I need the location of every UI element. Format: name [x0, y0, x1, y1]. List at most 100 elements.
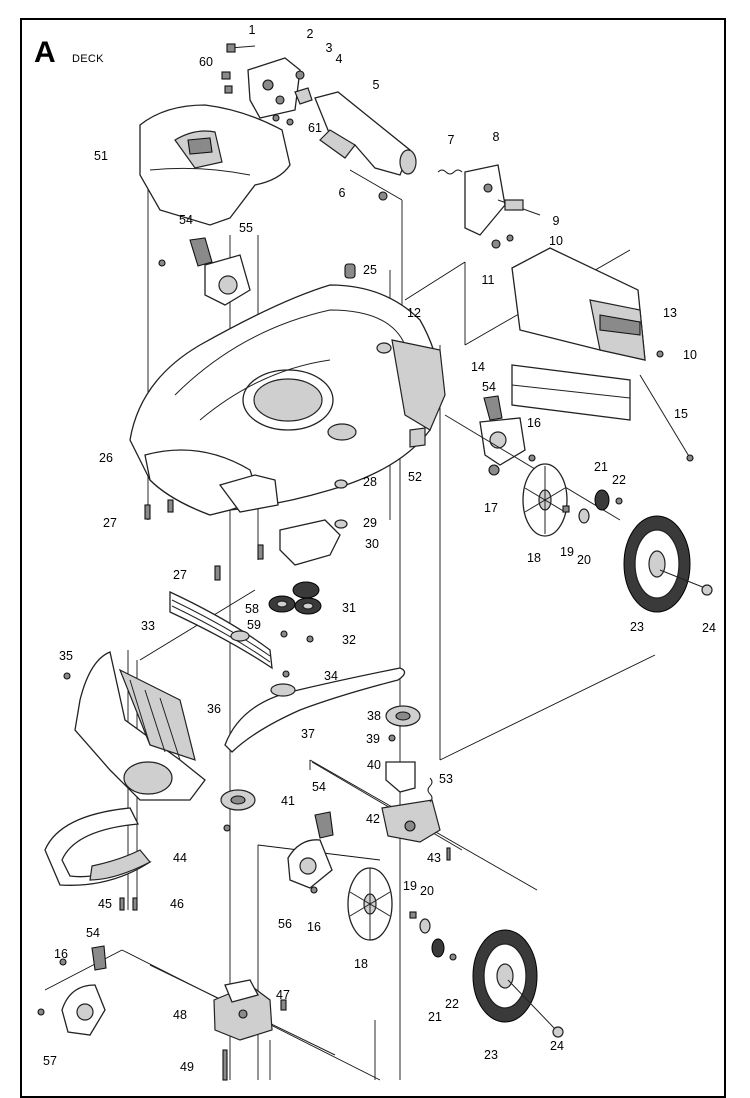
section-letter: A	[34, 36, 56, 69]
front-bumper	[169, 590, 290, 678]
lower-gearbox	[149, 964, 336, 1081]
handle-bracket-assembly	[221, 43, 313, 126]
part-callout-c57: 57	[43, 1054, 57, 1068]
part-callout-c22b: 22	[445, 997, 459, 1011]
part-callout-c54a: 54	[179, 213, 193, 227]
part-callout-c8: 8	[493, 130, 500, 144]
part-callout-c24a: 24	[702, 621, 716, 635]
part-callout-c53: 53	[439, 772, 453, 786]
part-callout-c26: 26	[99, 451, 113, 465]
part-callout-c10a: 10	[549, 234, 563, 248]
part-callout-c30: 30	[365, 537, 379, 551]
part-callout-c54d: 54	[86, 926, 100, 940]
height-adjust-lever-front	[158, 237, 251, 306]
top-cover	[139, 104, 291, 226]
part-callout-c28: 28	[363, 475, 377, 489]
part-callout-c35: 35	[59, 649, 73, 663]
part-callout-c40: 40	[367, 758, 381, 772]
part-callout-c22a: 22	[612, 473, 626, 487]
part-callout-c46: 46	[170, 897, 184, 911]
part-callout-c45: 45	[98, 897, 112, 911]
part-callout-c29: 29	[363, 516, 377, 530]
rear-height-lever	[444, 395, 621, 521]
part-callout-c37: 37	[301, 727, 315, 741]
part-callout-c18b: 18	[354, 957, 368, 971]
section-title: DECK	[72, 53, 104, 65]
part-callout-c19a: 19	[560, 545, 574, 559]
part-callout-c16a: 16	[527, 416, 541, 430]
part-callout-c34: 34	[324, 669, 338, 683]
part-callout-c33: 33	[141, 619, 155, 633]
part-callout-c42: 42	[366, 812, 380, 826]
part-callout-c31: 31	[342, 601, 356, 615]
part-callout-c36: 36	[207, 702, 221, 716]
part-callout-c23a: 23	[630, 620, 644, 634]
part-callout-c23b: 23	[484, 1048, 498, 1062]
part-callout-c17: 17	[484, 501, 498, 515]
part-callout-c49: 49	[180, 1060, 194, 1074]
rear-wheel-lower	[347, 867, 564, 1038]
part-callout-c59: 59	[247, 618, 261, 632]
part-callout-c60: 60	[199, 55, 213, 69]
handle-tube	[314, 91, 417, 201]
part-callout-c19b: 19	[403, 879, 417, 893]
part-callout-c6: 6	[339, 186, 346, 200]
part-callout-c52: 52	[408, 470, 422, 484]
handle-bracket	[247, 57, 301, 119]
pulley-stack	[268, 581, 322, 643]
part-callout-c54b: 54	[482, 380, 496, 394]
part-callout-c38: 38	[367, 709, 381, 723]
part-callout-c32: 32	[342, 633, 356, 647]
part-callout-c16b: 16	[307, 920, 321, 934]
part-callout-c61: 61	[308, 121, 322, 135]
part-callout-c16c: 16	[54, 947, 68, 961]
part-callout-c48: 48	[173, 1008, 187, 1022]
rear-flap-assembly	[511, 247, 694, 462]
height-adjust-lever-lower	[287, 811, 334, 894]
part-callout-c54c: 54	[312, 780, 326, 794]
part-callout-c55: 55	[239, 221, 253, 235]
part-callout-c41: 41	[281, 794, 295, 808]
part-callout-c58: 58	[245, 602, 259, 616]
part-callout-c24b: 24	[550, 1039, 564, 1053]
part-callout-c51: 51	[94, 149, 108, 163]
discharge-chute	[63, 651, 206, 801]
part-callout-c20a: 20	[577, 553, 591, 567]
part-callout-c25: 25	[363, 263, 377, 277]
part-callout-c1: 1	[249, 23, 256, 37]
part-callout-c43: 43	[427, 851, 441, 865]
center-gearbox	[311, 734, 463, 861]
part-callout-c2: 2	[307, 27, 314, 41]
part-callout-c44: 44	[173, 851, 187, 865]
part-callout-c3: 3	[326, 41, 333, 55]
deck-fasteners	[144, 427, 426, 581]
part-callout-c56: 56	[278, 917, 292, 931]
part-callout-c27a: 27	[103, 516, 117, 530]
part-callout-c14: 14	[471, 360, 485, 374]
part-callout-c10b: 10	[683, 348, 697, 362]
part-callout-c21b: 21	[428, 1010, 442, 1024]
part-callout-c15: 15	[674, 407, 688, 421]
rear-wheel-upper	[522, 463, 713, 613]
belt-pulleys	[220, 705, 421, 832]
mower-deck	[129, 263, 446, 516]
part-callout-c11: 11	[482, 273, 495, 287]
part-callout-c39: 39	[366, 732, 380, 746]
rear-flap-hinge	[437, 164, 541, 249]
part-callout-c21a: 21	[594, 460, 608, 474]
part-callout-c13: 13	[663, 306, 677, 320]
part-callout-c5: 5	[373, 78, 380, 92]
drive-belt	[224, 667, 406, 753]
part-callout-c4: 4	[336, 52, 343, 66]
part-callout-c20b: 20	[420, 884, 434, 898]
height-adjust-lever-left	[37, 945, 107, 1036]
wheel-guard	[44, 807, 152, 911]
part-callout-c12: 12	[407, 306, 421, 320]
part-callout-c9: 9	[553, 214, 560, 228]
part-callout-c7: 7	[448, 133, 455, 147]
part-callout-c18a: 18	[527, 551, 541, 565]
part-callout-c27b: 27	[173, 568, 187, 582]
